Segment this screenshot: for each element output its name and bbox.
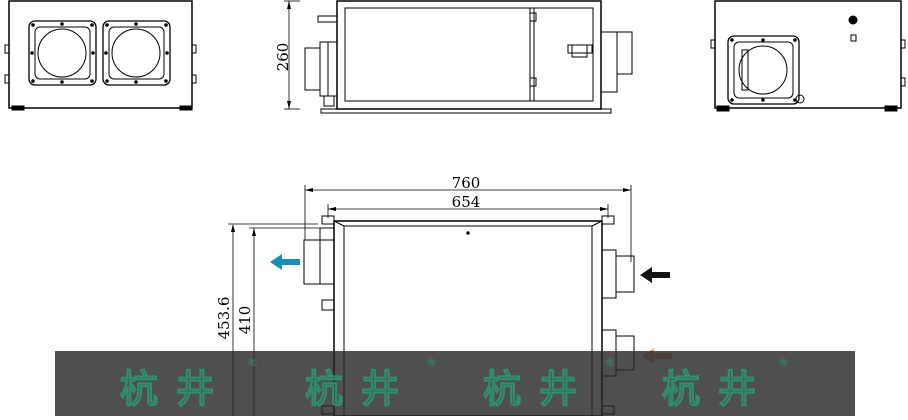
side-view: [284, 0, 633, 114]
dim-overall-width: 760: [452, 174, 481, 192]
watermark-text: 杭井: [661, 367, 775, 412]
watermark-text: 杭井: [119, 367, 233, 412]
back-view: [710, 0, 906, 112]
dim-body-width: 654: [452, 193, 481, 211]
front-view: [4, 0, 197, 111]
watermark-text: 杭井: [482, 367, 596, 412]
dim-overall-depth: 453.6: [215, 297, 233, 340]
watermark-registered-mark: ®: [605, 356, 616, 369]
watermark-text: 杭井: [304, 367, 418, 412]
watermark-registered-mark: ®: [426, 356, 437, 369]
return-air-arrow-icon: [640, 267, 670, 283]
dim-body-depth: 410: [236, 306, 254, 335]
watermark-registered-mark: ®: [247, 356, 258, 369]
dim-side-height: 260: [274, 43, 292, 72]
watermark-band: [55, 351, 855, 416]
outlet-arrow-icon: [270, 254, 300, 270]
watermark-registered-mark: ®: [778, 356, 789, 369]
